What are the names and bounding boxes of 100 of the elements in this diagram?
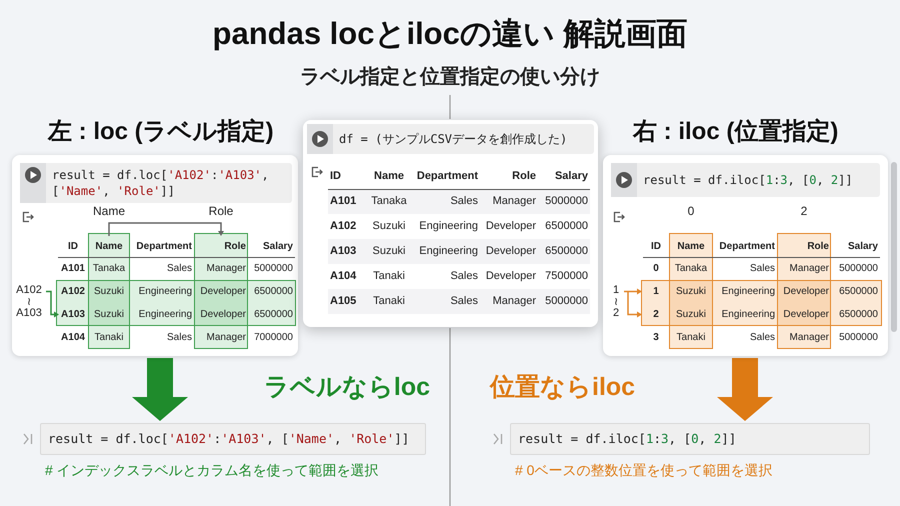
code-cell: [20, 163, 292, 203]
column-header: Salary: [262, 240, 294, 254]
callout-text: 位置ならiloc: [490, 372, 636, 403]
code-text: result = df.loc['A102':'A103', ['Name', 'Role']]: [52, 167, 270, 199]
subtitle: ラベル指定と位置指定の使い分け: [300, 64, 600, 90]
row-label: 0: [652, 262, 660, 276]
callout-text: ラベルならloc: [264, 372, 430, 403]
table-cell-text: Developer: [484, 244, 537, 259]
column-header: Role: [511, 169, 537, 184]
table-cell-text: Suzuki: [371, 244, 407, 259]
column-header: Department: [718, 240, 776, 254]
column-header: ID: [650, 240, 662, 254]
table-cell-text: Engineering: [138, 285, 193, 299]
table-cell-text: Sales: [166, 262, 193, 276]
row-label: 3: [652, 331, 660, 345]
table-cell-text: 6500000: [838, 308, 879, 322]
column-index-label: 2: [800, 204, 808, 218]
code-text: df = (サンプルCSVデータを創作成した): [339, 131, 568, 147]
row-label: A101: [329, 194, 358, 209]
table-cell-text: Developer: [199, 285, 247, 299]
row-range-label: A102 ≀ A103: [15, 285, 43, 320]
table-cell-text: Developer: [782, 285, 830, 299]
column-header: Department: [135, 240, 193, 254]
table-cell-text: 7000000: [253, 331, 294, 345]
panel-heading: 右 : iloc (位置指定): [633, 117, 838, 147]
table-cell-text: Developer: [199, 308, 247, 322]
row-range-label: 1 ≀ 2: [612, 285, 620, 320]
table-cell-text: 6500000: [544, 219, 589, 234]
row-label: A102: [329, 219, 358, 234]
column-index-label: 0: [688, 204, 694, 218]
table-cell-text: Tanaka: [674, 262, 708, 276]
table-cell-text: Sales: [166, 331, 193, 345]
arrow: [717, 358, 773, 421]
table-cell-text: Engineering: [138, 308, 193, 322]
row-label: 2: [652, 308, 660, 322]
code-cell: [307, 124, 594, 154]
row-label: A105: [329, 294, 358, 309]
table-cell-text: Developer: [484, 219, 537, 234]
table-cell-text: Manager: [206, 262, 247, 276]
title: pandas locとilocの違い 解説画面: [212, 15, 688, 53]
column-label: Role: [208, 204, 234, 218]
table-cell-text: Manager: [788, 331, 830, 345]
table-cell-text: Sales: [748, 331, 776, 345]
code-cell: [611, 163, 880, 197]
row-label: A104: [60, 331, 86, 345]
code-comment: # 0ベースの整数位置を使って範囲を選択: [515, 462, 772, 480]
table-cell-text: 5000000: [253, 262, 294, 276]
table-cell-text: Sales: [449, 269, 479, 284]
code-comment: # インデックスラベルとカラム名を使って範囲を選択: [45, 462, 379, 480]
table-cell-text: Engineering: [720, 308, 776, 322]
code-text: result = df.iloc[1:3, [0, 2]]: [518, 431, 736, 447]
row-label: A104: [329, 269, 358, 284]
column-header: Department: [416, 169, 479, 184]
table-cell-text: Sales: [449, 194, 479, 209]
table-cell-text: Manager: [492, 194, 537, 209]
column-header: Name: [94, 240, 124, 254]
table-cell-text: 5000000: [838, 262, 879, 276]
table-cell-text: Tanaki: [372, 269, 406, 284]
column-header: Name: [373, 169, 405, 184]
code-text: result = df.iloc[1:3, [0, 2]]: [643, 172, 853, 188]
table-cell-text: Tanaki: [94, 331, 124, 345]
table-cell-text: Suzuki: [92, 308, 125, 322]
column-header: Name: [676, 240, 706, 254]
notebook-card: [303, 120, 598, 327]
table-cell-text: Tanaka: [92, 262, 126, 276]
table-cell-text: Developer: [782, 308, 830, 322]
table-cell-text: 6500000: [253, 308, 294, 322]
row-label: A102: [60, 285, 86, 299]
table-cell-text: Tanaka: [370, 194, 408, 209]
table-cell-text: Engineering: [418, 244, 479, 259]
column-header: Salary: [554, 169, 589, 184]
table-cell-text: Suzuki: [92, 285, 125, 299]
column-label: Name: [93, 204, 125, 218]
column-header: Salary: [846, 240, 879, 254]
table-cell-text: Sales: [748, 262, 776, 276]
panel-heading: 左 : loc (ラベル指定): [48, 117, 274, 147]
table-cell-text: Tanaki: [676, 331, 706, 345]
table-cell-text: 5000000: [544, 294, 589, 309]
column-header: Role: [223, 240, 247, 254]
column-header: ID: [329, 169, 342, 184]
table-cell-text: Developer: [484, 269, 537, 284]
table-cell-text: 6500000: [544, 244, 589, 259]
table-cell-text: Tanaki: [372, 294, 406, 309]
table-cell-text: Sales: [449, 294, 479, 309]
table-cell-text: 5000000: [544, 194, 589, 209]
row-label: 1: [652, 285, 660, 299]
table-cell-text: 5000000: [838, 331, 879, 345]
table-cell-text: 6500000: [253, 285, 294, 299]
table-cell-text: Manager: [788, 262, 830, 276]
row-label: A103: [329, 244, 358, 259]
column-header: ID: [67, 240, 79, 254]
table-cell-text: Manager: [492, 294, 537, 309]
table-cell-text: Engineering: [720, 285, 776, 299]
table-cell-text: Suzuki: [371, 219, 407, 234]
code-text: result = df.loc['A102':'A103', ['Name', 'Role']]: [48, 431, 410, 447]
table-cell-text: 6500000: [838, 285, 879, 299]
table-cell-text: Engineering: [418, 219, 479, 234]
table-cell-text: 7500000: [544, 269, 589, 284]
table-cell-text: Suzuki: [674, 308, 707, 322]
row-label: A103: [60, 308, 86, 322]
